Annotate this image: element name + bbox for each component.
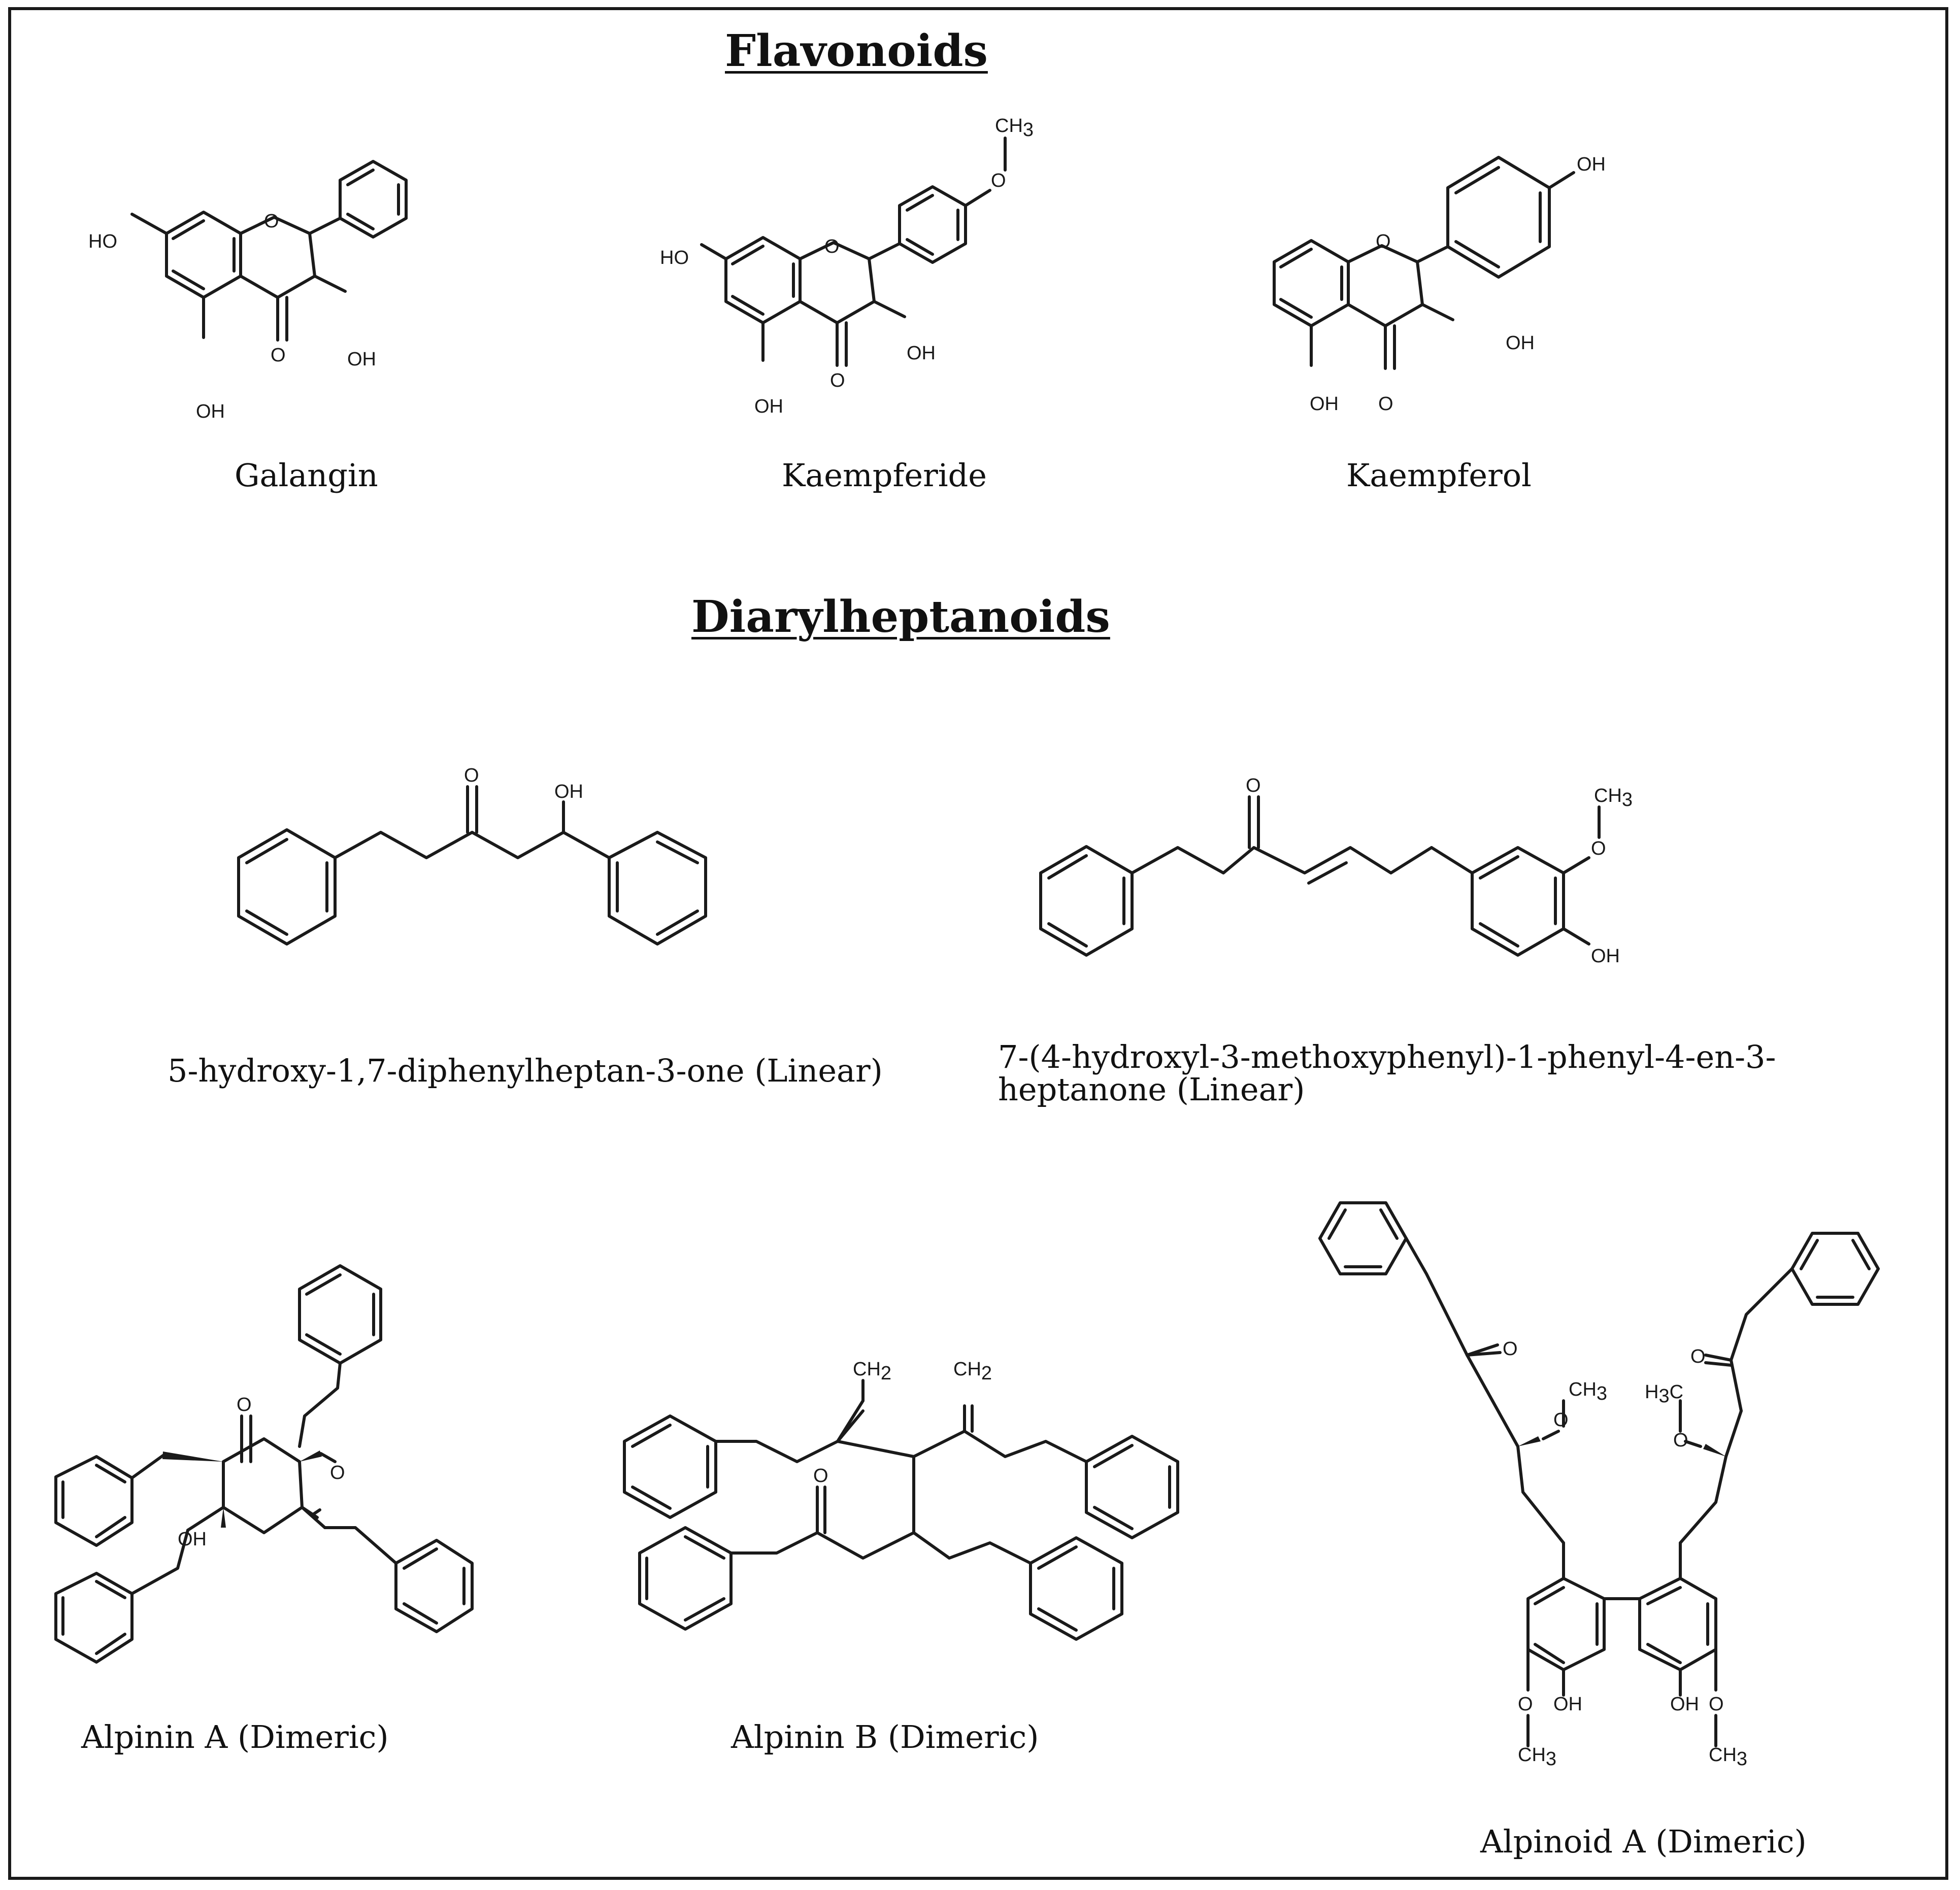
atom-o-ketone-right: O bbox=[1690, 1346, 1706, 1367]
atom-o-methoxy-right: O bbox=[1673, 1430, 1688, 1451]
atom-ch2-left: CH2 bbox=[853, 1359, 891, 1384]
atom-oh-left: OH bbox=[1553, 1694, 1582, 1715]
atom-o-methoxy: O bbox=[1591, 838, 1606, 859]
atom-ho-7: HO bbox=[88, 231, 117, 252]
atom-o-ring: O bbox=[1376, 231, 1391, 252]
kaempferide-structure: HO O O OH OH O CH3 bbox=[660, 115, 1034, 417]
alpinin-b-label: Alpinin B (Dimeric) bbox=[731, 1718, 1039, 1756]
kaempferol-structure: O O OH OH OH bbox=[1273, 154, 1606, 415]
atom-oh-4prime: OH bbox=[1577, 154, 1606, 175]
alpinoid-a-label: Alpinoid A (Dimeric) bbox=[1480, 1823, 1807, 1860]
kaempferide-label: Kaempferide bbox=[782, 457, 987, 494]
alpinin-b-structure: CH2 CH2 O bbox=[623, 1359, 1179, 1641]
figure-frame bbox=[8, 7, 1948, 1880]
atom-o-carbonyl: O bbox=[271, 345, 286, 366]
atom-oh-5: OH bbox=[1310, 393, 1339, 415]
alpinin-a-structure: O O OH bbox=[54, 1264, 474, 1664]
atom-o-ring: O bbox=[824, 236, 840, 257]
atom-h3c-right: H3C bbox=[1645, 1381, 1683, 1407]
atom-o-carbonyl: O bbox=[830, 370, 845, 391]
galangin-label: Galangin bbox=[235, 457, 378, 494]
atom-oh-right: OH bbox=[1670, 1694, 1699, 1715]
atom-ch3: CH3 bbox=[1594, 785, 1633, 811]
flavonoids-heading: Flavonoids bbox=[725, 25, 988, 77]
atom-o-right-bottom: O bbox=[1709, 1694, 1724, 1715]
atom-ch2-right: CH2 bbox=[953, 1359, 992, 1384]
kaempferol-label: Kaempferol bbox=[1346, 457, 1532, 494]
atom-o-ketone: O bbox=[1246, 775, 1261, 796]
atom-oh-5: OH bbox=[196, 401, 225, 422]
linear2-label-line2: heptanone (Linear) bbox=[998, 1071, 1305, 1108]
atom-o-ketone: O bbox=[464, 765, 479, 786]
atom-oh: OH bbox=[178, 1529, 207, 1550]
atom-o-left-bottom: O bbox=[1518, 1694, 1533, 1715]
linear2-structure: O O CH3 OH bbox=[1039, 775, 1633, 967]
atom-oh-3: OH bbox=[1506, 332, 1535, 354]
atom-oh: OH bbox=[1591, 946, 1620, 967]
atom-oh-3: OH bbox=[907, 343, 936, 364]
atom-o-methoxy: O bbox=[991, 170, 1006, 191]
linear2-label-line1: 7-(4-hydroxyl-3-methoxyphenyl)-1-phenyl-… bbox=[998, 1038, 1776, 1075]
atom-o-carbonyl: O bbox=[1378, 393, 1393, 415]
linear1-structure: O OH bbox=[237, 765, 707, 946]
atom-ho-7: HO bbox=[660, 247, 689, 268]
atom-ch3-bottom-right: CH3 bbox=[1709, 1744, 1747, 1770]
alpinin-a-label: Alpinin A (Dimeric) bbox=[81, 1718, 389, 1756]
atom-o-ring: O bbox=[264, 211, 279, 232]
atom-o-ketone: O bbox=[813, 1465, 828, 1487]
atom-ch3-bottom-left: CH3 bbox=[1518, 1744, 1556, 1770]
atom-o-ring-ketone: O bbox=[237, 1394, 252, 1415]
diarylheptanoids-heading: Diarylheptanoids bbox=[691, 591, 1110, 643]
alpinoid-a-structure: O O CH3 O O H3C O OH OH O CH3 CH3 bbox=[1318, 1201, 1880, 1770]
linear1-label: 5-hydroxy-1,7-diphenylheptan-3-one (Line… bbox=[168, 1052, 883, 1089]
atom-o-methoxy-left: O bbox=[1553, 1409, 1569, 1431]
atom-ch3-left: CH3 bbox=[1569, 1379, 1607, 1404]
atom-o-ketone-left: O bbox=[1503, 1338, 1518, 1360]
atom-ch3: CH3 bbox=[995, 115, 1034, 141]
galangin-structure: HO O O OH OH bbox=[88, 160, 408, 422]
atom-oh-3: OH bbox=[347, 349, 376, 370]
atom-oh-5: OH bbox=[754, 396, 783, 417]
atom-oh: OH bbox=[554, 781, 583, 802]
atom-o-side-ketone: O bbox=[330, 1462, 345, 1483]
